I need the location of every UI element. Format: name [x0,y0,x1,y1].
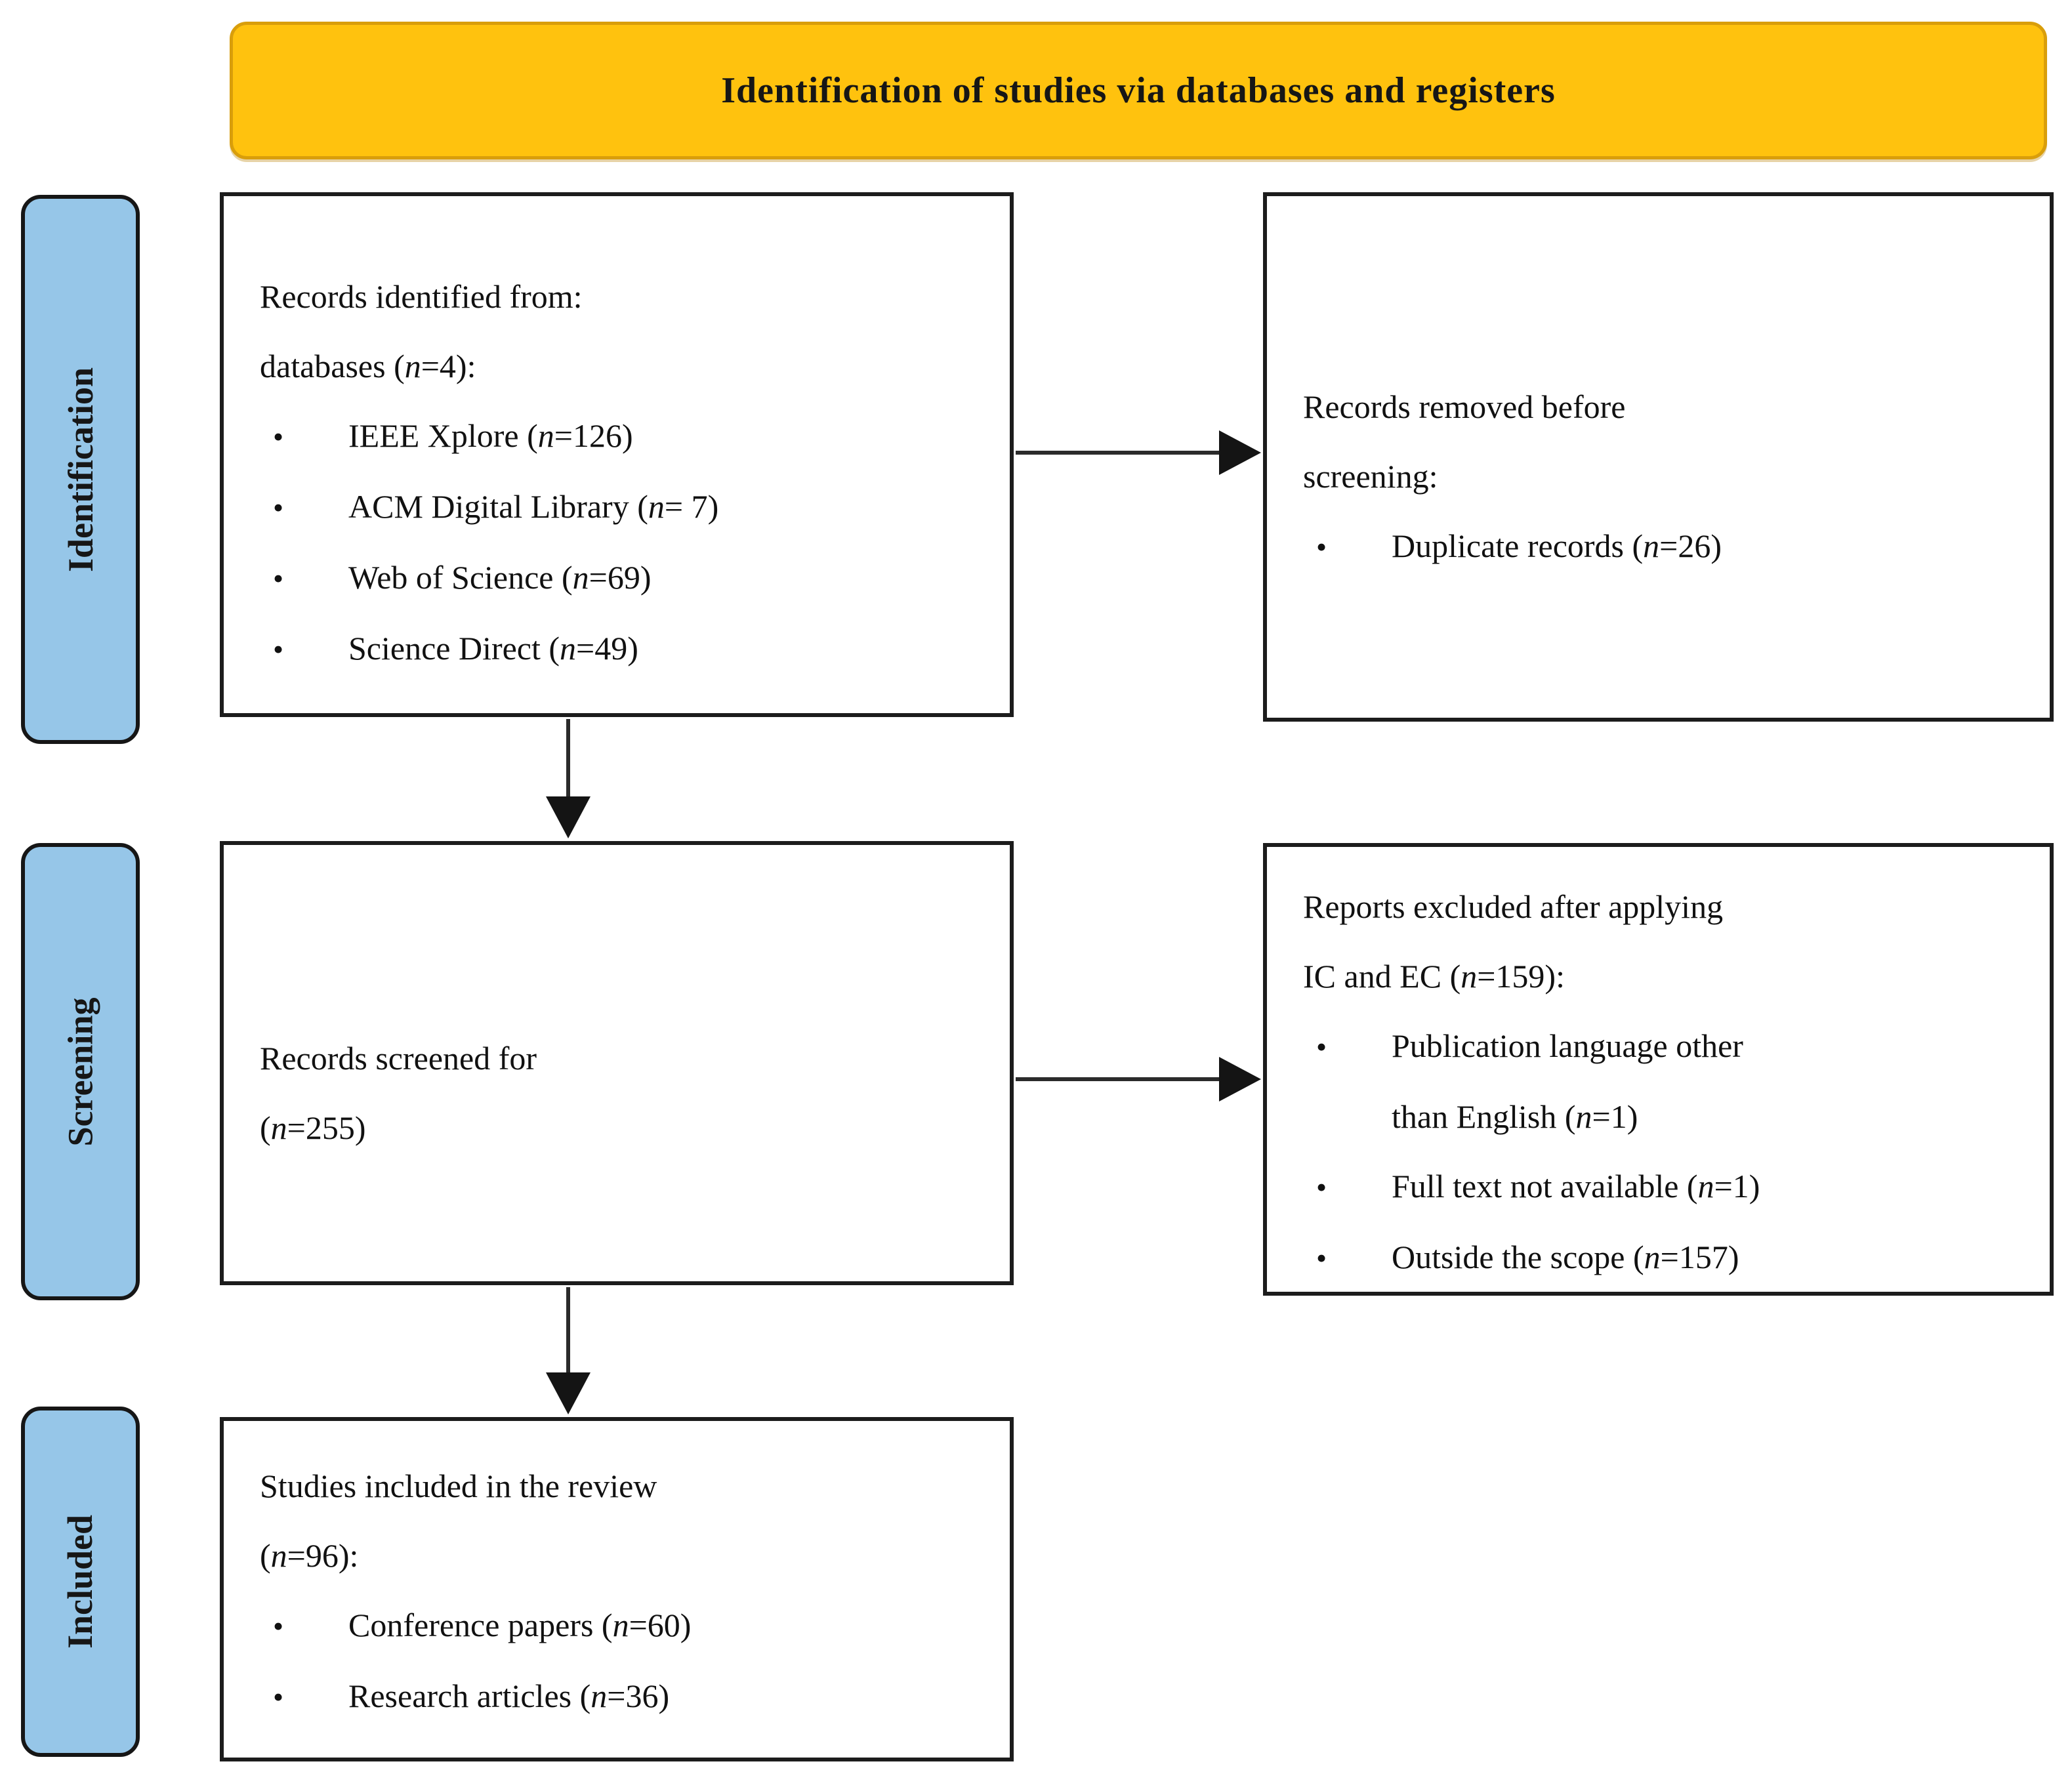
flow-box-line: Studies included in the review [260,1468,657,1504]
flow-box-line: Reports excluded after applying [1303,888,1724,925]
flow-box-line: •ACM Digital Library (n= 7) [260,472,997,543]
box-records-screened: Records screened for (n=255) [220,841,1014,1285]
flow-box-line: •IEEE Xplore (n=126) [260,401,997,472]
box-studies-included: Studies included in the review (n=96): •Co… [220,1417,1014,1761]
flow-box-line: •Science Direct (n=49) [260,613,997,684]
flow-box-line: •Conference papers (n=60) [260,1590,997,1661]
bullet-icon: • [273,632,284,666]
flow-box-line: screening: [1303,458,1438,495]
box-reports-excluded: Reports excluded after applying IC and EC… [1263,843,2054,1296]
flow-box-line: •Publication language other [1303,1011,2037,1082]
box-records-removed: Records removed before screening: •Duplica… [1263,192,2054,722]
flow-box-line: •Full text not available (n=1) [1303,1151,2037,1222]
bullet-icon: • [1316,530,1327,564]
flow-box-line: •Duplicate records (n=26) [1303,511,2037,582]
stage-label-identification: Identification [21,195,140,744]
stage-label-included: Included [21,1407,140,1757]
flow-box-line: •Web of Science (n=69) [260,543,997,613]
flow-box-line: Records removed before [1303,388,1626,425]
flow-box-line: Records identified from: [260,278,583,315]
bullet-icon: • [273,491,284,524]
flow-box-line: than English (n=1) [1392,1098,1638,1135]
flow-box-line: •Research articles (n=36) [260,1661,997,1732]
arrow-right-icon [1016,430,1261,475]
stage-label-identification-text: Identification [60,367,100,572]
flow-box-line: •Outside the scope (n=157) [1303,1222,2037,1293]
arrow-down-icon [546,719,591,838]
diagram-title: Identification of studies via databases … [721,70,1556,111]
bullet-icon: • [1316,1241,1327,1275]
stage-label-included-text: Included [60,1514,100,1649]
bullet-icon: • [273,420,284,453]
bullet-icon: • [273,1609,284,1643]
flow-box-line: Records screened for [260,1040,537,1077]
stage-label-screening: Screening [21,843,140,1300]
arrow-right-icon [1016,1057,1261,1101]
bullet-icon: • [273,1680,284,1714]
title-banner: Identification of studies via databases … [230,22,2047,159]
bullet-icon: • [1316,1170,1327,1204]
flow-box-line: IC and EC (n=159): [1303,958,1565,995]
bullet-icon: • [273,562,284,595]
flow-box-line: databases (n=4): [260,348,476,384]
bullet-icon: • [1316,1030,1327,1063]
flow-box-line: (n=96): [260,1537,359,1574]
stage-label-screening-text: Screening [60,997,100,1146]
arrow-down-icon [546,1287,591,1414]
box-records-identified: Records identified from: databases (n=4):… [220,192,1014,717]
flow-box-line: (n=255) [260,1109,366,1146]
